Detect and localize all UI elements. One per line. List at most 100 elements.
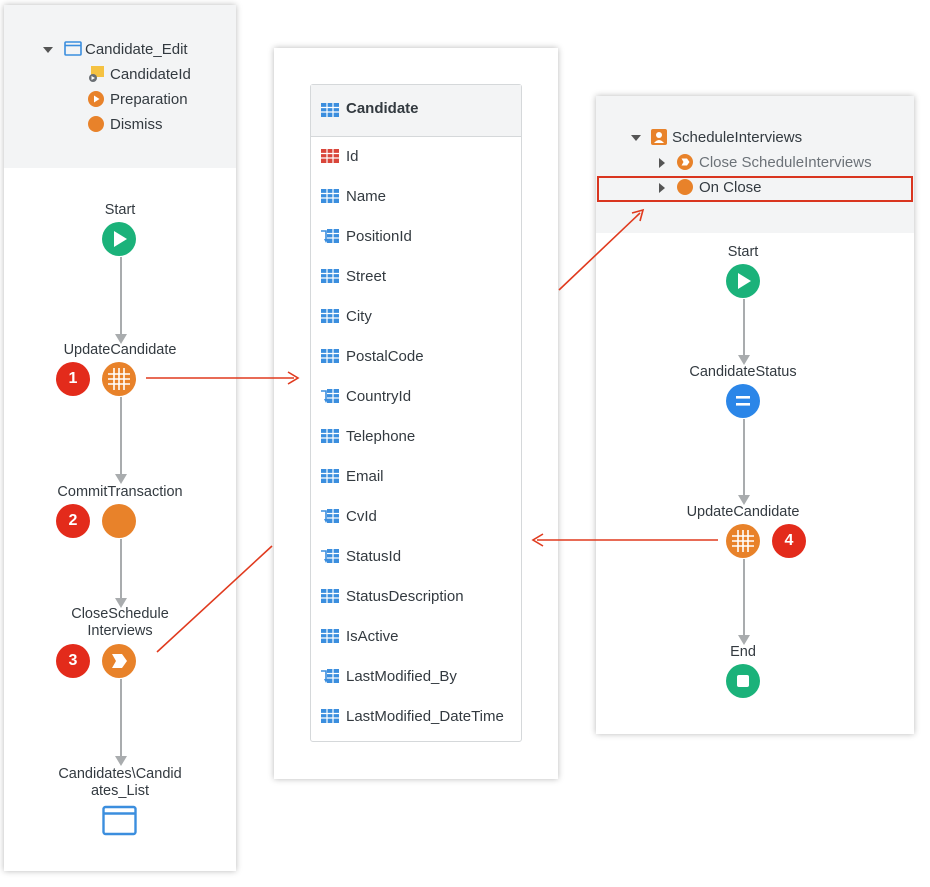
start-node-icon[interactable] [726,264,760,298]
attribute-row[interactable]: IsActive [321,627,399,647]
input-parameter-icon [89,66,104,82]
start-node-icon[interactable] [102,222,136,256]
attribute-row[interactable]: PositionId [321,227,412,247]
attribute-icon [321,629,339,643]
close-schedule-label: CloseSchedule Interviews [40,606,200,640]
attribute-name: StatusDescription [346,588,464,605]
attribute-row[interactable]: CvId [321,507,377,527]
attribute-row[interactable]: City [321,307,372,327]
attribute-row[interactable]: LastModified_By [321,667,457,687]
tree-item-dismiss[interactable]: Dismiss [88,115,163,135]
tree-header [596,96,914,233]
tree-item-label: Close ScheduleInterviews [699,154,872,171]
tree-item-label: ScheduleInterviews [672,129,803,146]
callout-line-3 [156,545,273,653]
connector [120,397,122,475]
label-line: ates_List [90,783,150,799]
server-action-icon[interactable] [102,504,136,538]
candidate-status-label: CandidateStatus [689,364,797,380]
connector [743,299,745,357]
reference-icon [321,669,339,683]
expand-arrow-icon[interactable] [43,47,53,53]
client-action-panel: Candidate_Edit CandidateId Preparation D… [4,5,236,871]
reference-icon [321,229,339,243]
step-badge-3: 3 [56,644,90,678]
label-line: Interviews [87,623,153,639]
connector-arrow [738,635,750,645]
attribute-row[interactable]: Id [321,147,359,167]
entity-header: Candidate [311,85,521,137]
attribute-icon [321,589,339,603]
attribute-name: Name [346,188,387,205]
screen-destination-icon[interactable] [102,805,138,837]
connector-arrow [115,598,127,608]
tree-item-on-close[interactable]: On Close [677,178,762,198]
connector-arrow [115,756,127,766]
connector-arrow [115,334,127,344]
attribute-name: PostalCode [346,348,424,365]
attribute-row[interactable]: StatusDescription [321,587,464,607]
attribute-row[interactable]: Email [321,467,384,487]
block-panel: ScheduleInterviews Close ScheduleIntervi… [596,96,914,734]
connector [120,539,122,601]
screen-icon [64,41,82,56]
connector-arrow [115,474,127,484]
attribute-row[interactable]: LastModified_DateTime [321,707,504,727]
tree-item-event[interactable]: Close ScheduleInterviews [677,153,872,173]
attribute-icon [321,309,339,323]
connector-arrow [738,355,750,365]
attribute-icon [321,429,339,443]
tree-item-label: CandidateId [110,66,191,83]
update-candidate-label: UpdateCandidate [686,504,800,520]
expand-arrow-icon[interactable] [659,183,665,193]
attribute-name: Email [346,468,384,485]
assign-icon[interactable] [726,384,760,418]
attribute-name: Street [346,268,387,285]
attribute-name: Telephone [346,428,416,445]
attribute-row[interactable]: PostalCode [321,347,424,367]
reference-icon [321,549,339,563]
reference-icon [321,509,339,523]
tree-item-screen[interactable]: Candidate_Edit [64,40,188,60]
attribute-row[interactable]: CountryId [321,387,411,407]
label-line: CloseSchedule [71,606,169,622]
attribute-row[interactable]: Telephone [321,427,415,447]
tree-item-label: On Close [699,179,762,196]
attribute-icon [321,469,339,483]
attribute-icon [321,709,339,723]
attribute-row[interactable]: Name [321,187,386,207]
start-label: Start [727,244,759,260]
attribute-row[interactable]: Street [321,267,386,287]
label-line: Candidates\Candid [58,766,182,782]
callout-arrow-on-close [558,212,641,291]
trigger-event-icon[interactable] [102,644,136,678]
attribute-icon [321,189,339,203]
start-label: Start [104,202,136,218]
identifier-icon [321,149,339,163]
entity-action-icon[interactable] [102,362,136,396]
connector [120,257,122,335]
step-badge-4: 4 [772,524,806,558]
client-action-icon [677,179,693,195]
step-badge-1: 1 [56,362,90,396]
attribute-name: PositionId [346,228,412,245]
expand-arrow-icon[interactable] [659,158,665,168]
attribute-row[interactable]: StatusId [321,547,401,567]
connector [743,559,745,637]
attribute-icon [321,269,339,283]
tree-item-preparation[interactable]: Preparation [88,90,188,110]
commit-transaction-label: CommitTransaction [57,484,183,500]
expand-arrow-icon[interactable] [631,135,641,141]
entity-action-icon[interactable] [726,524,760,558]
tree-item-block[interactable]: ScheduleInterviews [651,128,802,148]
attribute-name: Id [346,148,359,165]
tree-item-label: Dismiss [110,116,163,133]
connector-arrow [738,495,750,505]
attribute-icon [321,349,339,363]
tree-item-input-parameter[interactable]: CandidateId [88,65,191,85]
end-node-icon[interactable] [726,664,760,698]
tree-item-label: Candidate_Edit [85,41,188,58]
